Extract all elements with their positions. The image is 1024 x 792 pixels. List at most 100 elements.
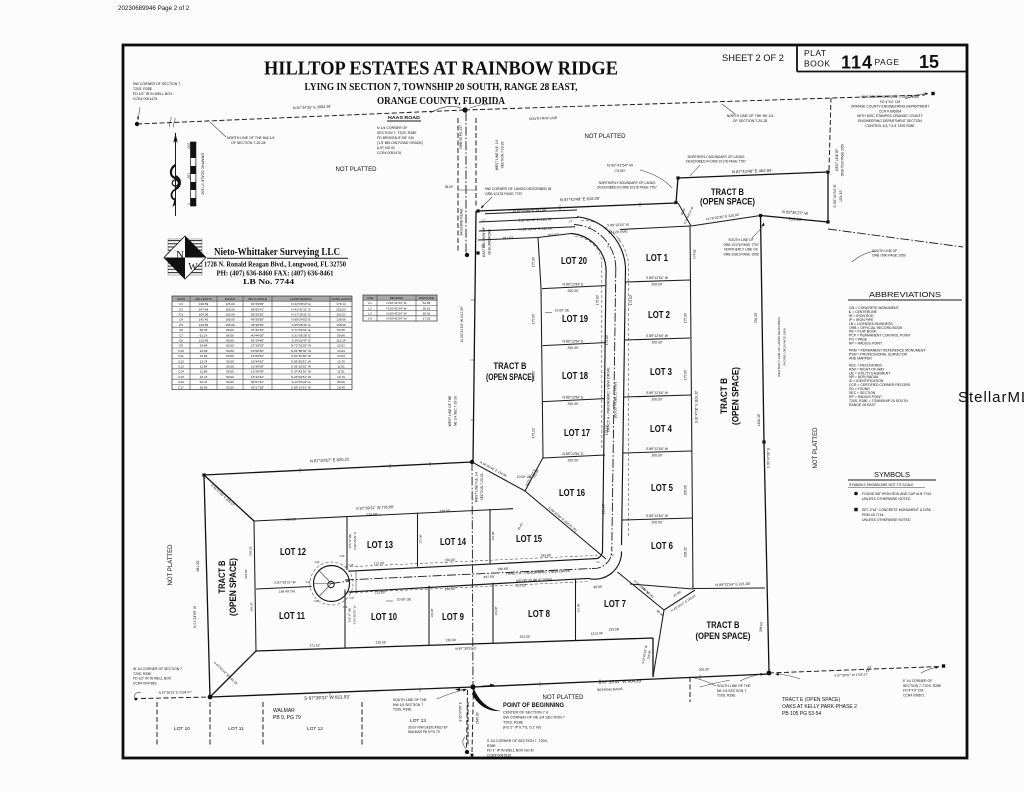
svg-text:125.00: 125.00 (225, 302, 235, 306)
svg-text:TRACT B: TRACT B (707, 620, 740, 630)
svg-text:LOT 17: LOT 17 (564, 428, 590, 439)
svg-text:C18: C18 (314, 599, 319, 603)
svg-text:N 78°22'35" E 225.00': N 78°22'35" E 225.00' (706, 213, 740, 222)
svg-text:87.80': 87.80' (673, 590, 682, 598)
svg-text:200.00': 200.00' (651, 341, 662, 345)
svg-text:C15: C15 (349, 563, 354, 567)
svg-text:S 1/4 CORNER OF SECTION 7, T20: S 1/4 CORNER OF SECTION 7, T20S, (487, 739, 548, 743)
svg-text:C9: C9 (179, 344, 183, 348)
svg-text:N 81°58'30" W: N 81°58'30" W (291, 349, 311, 353)
svg-text:S 02°20'29" E: S 02°20'29" E (353, 532, 357, 550)
svg-text:50.00: 50.00 (226, 344, 234, 348)
svg-text:20230689946 Page 2 of 2: 20230689946 Page 2 of 2 (118, 5, 190, 12)
svg-text:199.59: 199.59 (199, 302, 209, 306)
svg-text:172.08': 172.08' (430, 608, 434, 618)
svg-text:PSM = PROFESSIONAL SURVEYOR: PSM = PROFESSIONAL SURVEYOR (849, 352, 908, 356)
svg-text:C2: C2 (179, 307, 183, 311)
svg-text:200.00': 200.00' (567, 289, 578, 293)
svg-text:27°19'02": 27°19'02" (251, 344, 264, 348)
svg-text:14.04: 14.04 (337, 354, 345, 358)
svg-text:36.00': 36.00' (445, 185, 454, 189)
svg-text:298.63': 298.63' (759, 621, 764, 632)
svg-text:681.28': 681.28' (196, 560, 200, 571)
svg-text:230.00': 230.00' (445, 587, 456, 591)
svg-text:14.09: 14.09 (200, 349, 208, 353)
svg-text:OF SECTION 7-20-28: OF SECTION 7-20-28 (733, 119, 767, 123)
svg-text:36°26'52": 36°26'52" (251, 313, 264, 317)
svg-text:N 17°26'11" E: N 17°26'11" E (291, 313, 310, 317)
svg-text:104.96: 104.96 (199, 313, 209, 317)
svg-text:SOUTH LINE OF THE: SOUTH LINE OF THE (393, 698, 427, 702)
svg-text:SOUTH LINE OF THE: SOUTH LINE OF THE (717, 684, 751, 688)
svg-text:LOT 10: LOT 10 (371, 612, 397, 623)
svg-text:C14: C14 (306, 580, 311, 584)
svg-text:NW 1/4 SECTION 7: NW 1/4 SECTION 7 (393, 703, 423, 707)
svg-text:LOT 8: LOT 8 (528, 609, 550, 620)
svg-text:WEST LINE OF: WEST LINE OF (835, 149, 839, 171)
svg-text:LOT 1: LOT 1 (646, 253, 668, 264)
svg-text:RADIUS: RADIUS (225, 297, 235, 301)
svg-text:C2: C2 (610, 553, 614, 557)
svg-text:N 87°20'57" E 820.21': N 87°20'57" E 820.21' (310, 457, 350, 464)
svg-text:LOT 7: LOT 7 (604, 599, 626, 610)
svg-text:172.08': 172.08' (494, 606, 498, 616)
svg-text:113.14: 113.14 (336, 339, 346, 343)
svg-text:TRACT E (OPEN SPACE): TRACT E (OPEN SPACE) (782, 697, 840, 703)
svg-text:FD BROKEN 8"X8" CM: FD BROKEN 8"X8" CM (377, 136, 414, 140)
svg-text:NOT PLATTED: NOT PLATTED (812, 427, 819, 468)
svg-text:165.00: 165.00 (225, 318, 235, 322)
svg-text:(OPEN SPACE): (OPEN SPACE) (700, 197, 755, 207)
svg-text:ORB 7990 PAGE 1059: ORB 7990 PAGE 1059 (841, 144, 845, 177)
svg-text:TRACT B: TRACT B (719, 378, 729, 414)
svg-text:CHORD LENGTH: CHORD LENGTH (331, 297, 351, 301)
svg-text:13°34'09": 13°34'09" (251, 365, 264, 369)
svg-text:LOT 18: LOT 18 (562, 371, 588, 382)
svg-text:142.45: 142.45 (199, 323, 209, 327)
svg-text:(OPEN SPACE): (OPEN SPACE) (731, 367, 741, 425)
svg-text:N 00°41'54" W: N 00°41'54" W (386, 306, 406, 310)
svg-text:(OPEN SPACE): (OPEN SPACE) (486, 372, 534, 382)
svg-text:100': 100' (187, 173, 191, 180)
svg-text:74.00': 74.00' (615, 168, 626, 173)
svg-text:153.32': 153.32' (839, 190, 843, 203)
svg-text:LOT 4: LOT 4 (650, 424, 672, 435)
svg-text:NW CORNER OF SECTION 7,: NW CORNER OF SECTION 7, (133, 82, 181, 86)
svg-text:C4: C4 (568, 218, 573, 223)
svg-text:N 89°12'54" E: N 89°12'54" E (562, 340, 584, 344)
svg-text:142.45: 142.45 (199, 318, 209, 322)
svg-text:NR = NON RADIAL: NR = NON RADIAL (849, 375, 879, 379)
svg-text:LOT 2: LOT 2 (648, 310, 670, 321)
svg-text:RP = RADIUS POINT: RP = RADIUS POINT (849, 395, 883, 399)
svg-text:172.08': 172.08' (491, 531, 495, 541)
svg-text:S 87°39'31" W: S 87°39'31" W (274, 580, 296, 585)
svg-text:S 89°12'54" W: S 89°12'54" W (646, 334, 669, 338)
svg-text:LOT 6: LOT 6 (651, 541, 673, 552)
svg-text:S 03°42'20" W: S 03°42'20" W (641, 645, 648, 664)
svg-text:WEST LINE N.E. 1/4: WEST LINE N.E. 1/4 (495, 140, 499, 171)
svg-text:113.05': 113.05' (532, 468, 540, 479)
svg-text:S 71°04'51" E: S 71°04'51" E (291, 328, 310, 332)
svg-text:C12: C12 (340, 554, 345, 558)
svg-text:S 89°12'54" W: S 89°12'54" W (646, 514, 669, 518)
svg-text:86.00: 86.00 (226, 339, 234, 343)
svg-text:LOT 14: LOT 14 (440, 537, 466, 548)
svg-text:23.84: 23.84 (200, 344, 208, 348)
svg-text:LINE: LINE (367, 296, 374, 300)
svg-text:FD 4"X4" CM: FD 4"X4" CM (880, 100, 900, 104)
svg-text:175.19': 175.19' (532, 427, 536, 438)
svg-text:N 87°39'31" E: N 87°39'31" E (455, 646, 477, 651)
svg-text:175.00': 175.00' (684, 312, 688, 323)
svg-text:C14: C14 (178, 370, 184, 374)
svg-text:S 37°42'16" W: S 37°42'16" W (291, 370, 311, 374)
svg-text:(60.00' PUBLIC R/W): (60.00' PUBLIC R/W) (614, 381, 618, 418)
svg-text:LOT 13: LOT 13 (410, 718, 426, 724)
svg-text:N 89°12'54" E: N 89°12'54" E (562, 283, 584, 287)
svg-text:16°08'52": 16°08'52" (251, 349, 264, 353)
svg-text:N 89°12'54" E: N 89°12'54" E (562, 452, 584, 456)
svg-text:IR = IRON ROD: IR = IRON ROD (849, 314, 874, 318)
svg-text:200.00': 200.00' (567, 346, 578, 350)
svg-text:SOUTH R/W LINE: SOUTH R/W LINE (529, 116, 559, 121)
svg-text:S 65°06'43" E: S 65°06'43" E (291, 323, 310, 327)
svg-text:SOUTH LINE OF: SOUTH LINE OF (728, 238, 753, 242)
svg-text:EASTERLY R/W OF: EASTERLY R/W OF (482, 227, 486, 257)
